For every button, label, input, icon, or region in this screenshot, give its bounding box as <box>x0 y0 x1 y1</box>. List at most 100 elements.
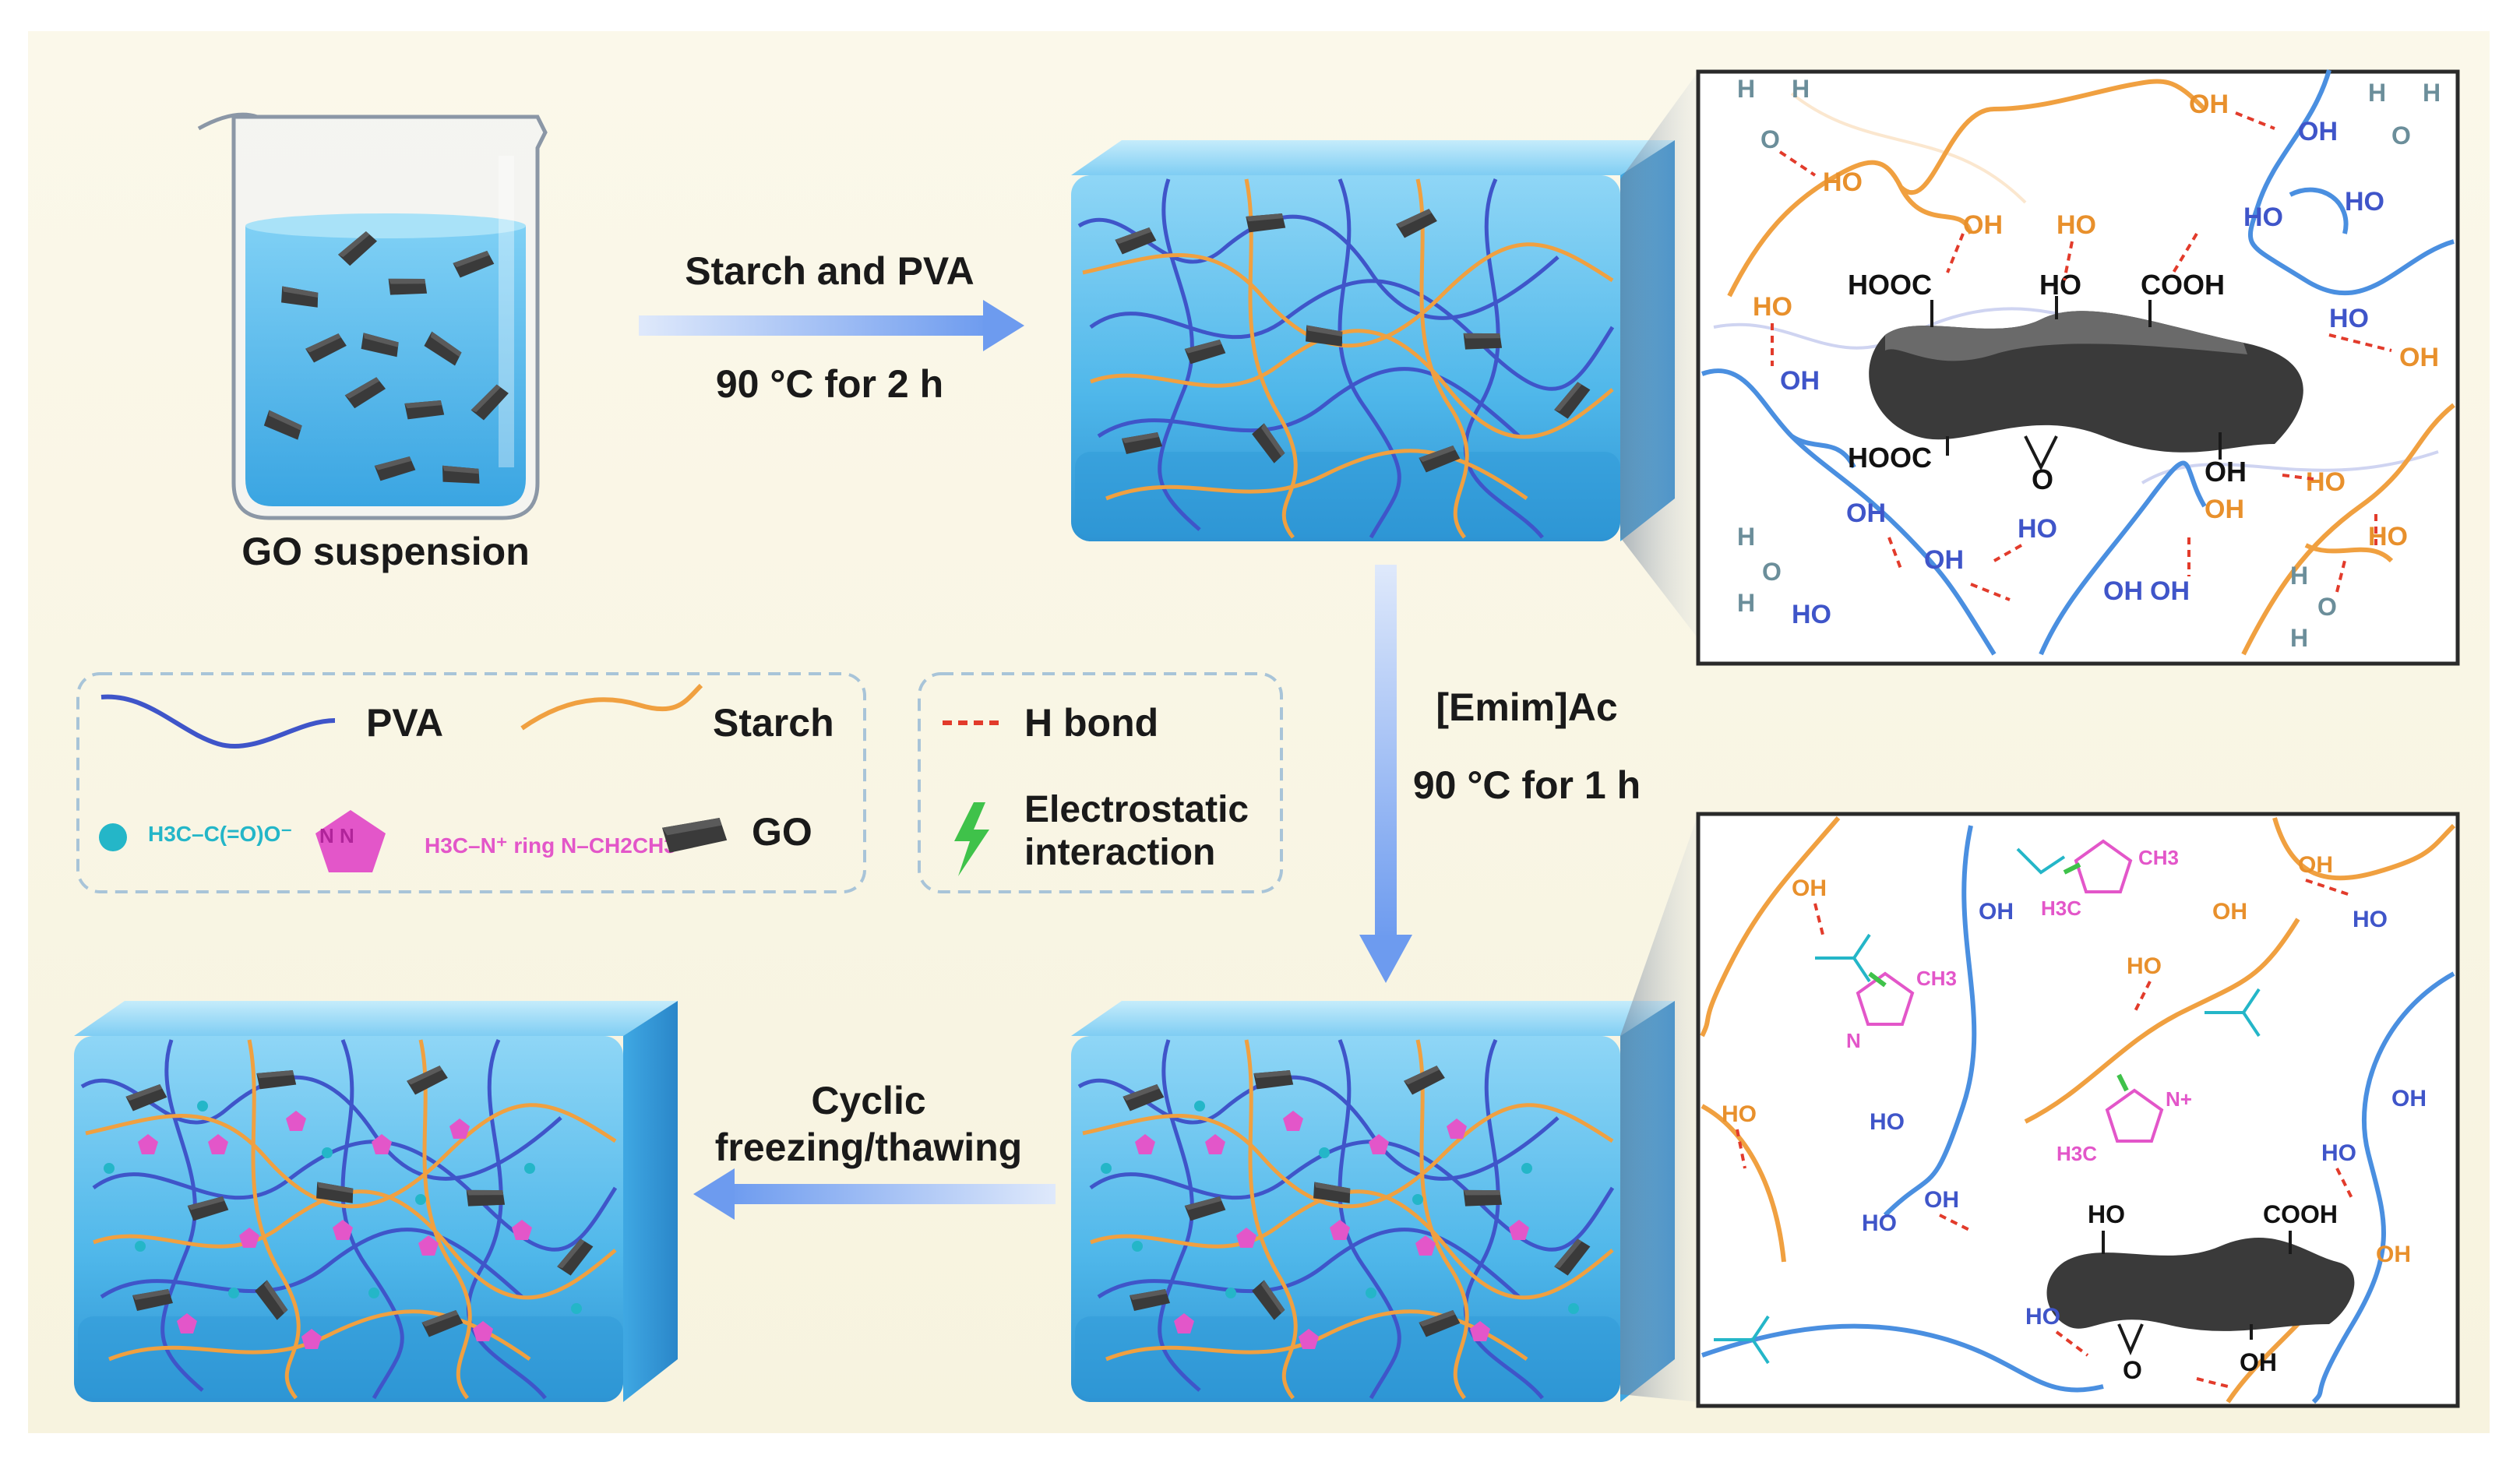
zoom-bottom-acetates <box>1714 847 2261 1365</box>
zoom-top-water-h: H <box>1737 589 1755 617</box>
legend-hbond-label: H bond <box>1024 701 1158 745</box>
zoom-top-group: HO <box>2243 203 2283 232</box>
legend-imidazolium-ring-label: N N <box>319 824 354 847</box>
step1-condition-label: 90 °C for 2 h <box>716 362 943 406</box>
zoom-top-group: OH <box>1924 545 1964 575</box>
zoom-bottom-group: HO <box>2321 1140 2356 1166</box>
step2-reagent-label: [Emim]Ac <box>1436 685 1617 729</box>
legend-interactions: H bond Electrostatic interaction <box>918 672 1283 893</box>
zoom-top-water-h: H <box>1737 523 1755 551</box>
zoom-bottom-emim-3: N+ H3C <box>2057 1087 2192 1165</box>
zoom-bottom-go-group-2: COOH <box>2263 1200 2338 1228</box>
legend-electrostatic-line2: interaction <box>1024 832 1215 873</box>
svg-text:CH3: CH3 <box>2138 846 2179 869</box>
zoom-top-water-o: O <box>1760 125 1780 153</box>
zoom-bottom-go-group-3: O <box>2123 1356 2142 1384</box>
zoom-bottom-group: HO <box>1862 1210 1897 1236</box>
legend-electrostatic-line1: Electrostatic <box>1024 789 1249 830</box>
zoom-top-group: HO <box>1823 167 1863 197</box>
step3-label-line2: freezing/thawing <box>715 1126 1022 1169</box>
zoom-top-group: OH <box>2298 117 2338 146</box>
zoom-bottom-emim-1: CH3 H3C <box>2041 839 2179 920</box>
zoom-top-group: OH <box>2189 90 2229 119</box>
arrow-step2 <box>1359 565 1412 983</box>
legend-acetate-dot <box>99 823 127 851</box>
svg-text:H3C: H3C <box>2041 897 2081 920</box>
zoom-top-go-group-3: COOH <box>2141 269 2225 301</box>
zoom-bottom-group: HO <box>2025 1304 2060 1330</box>
zoom-bottom-group: OH <box>2212 899 2247 925</box>
zoom-top-water-h: H <box>1792 75 1810 103</box>
zoom-top-group: OH <box>2399 343 2439 372</box>
step3-label-line1: Cyclic <box>811 1079 925 1122</box>
legend-components: PVA Starch H3C–C(=O)O⁻ N N H3C–N⁺ ring N… <box>76 672 866 893</box>
legend-imidazolium-ring <box>315 810 386 872</box>
zoom-top-group: OH <box>1963 210 2003 240</box>
zoom-top-water-o: O <box>2391 122 2411 150</box>
gel-block-final-hydrogel <box>74 1001 678 1402</box>
zoom-top-group: HO <box>2368 522 2408 551</box>
gel-block-with-ionic-liquid <box>1071 1001 1675 1402</box>
svg-text:CH3: CH3 <box>1916 967 1957 990</box>
zoom-panel-bottom: HO COOH O OH CH3 H3C CH3 N N+ H3C <box>1696 812 2460 1408</box>
zoom-bottom-group: OH <box>2376 1242 2411 1267</box>
zoom-funnel-bottom <box>1620 814 1698 1402</box>
zoom-top-group: HO <box>1753 292 1792 322</box>
zoom-top-go-group-1: HOOC <box>1848 269 1932 301</box>
zoom-top-group: HO <box>2345 187 2384 217</box>
zoom-bottom-group: OH <box>1792 875 1827 901</box>
zoom-top-water-h: H <box>1737 75 1755 103</box>
go-suspension-label: GO suspension <box>241 530 530 573</box>
zoom-bottom-go-group-1: HO <box>2088 1200 2125 1228</box>
svg-text:N+: N+ <box>2166 1087 2192 1111</box>
zoom-top-group: HO <box>2057 210 2096 240</box>
zoom-top-group: HO <box>2306 467 2346 497</box>
zoom-top-water-h: H <box>2423 79 2441 107</box>
zoom-top-water-h: H <box>2368 79 2386 107</box>
zoom-bottom-group: HO <box>2353 907 2388 932</box>
zoom-top-group: OH <box>1846 498 1886 528</box>
zoom-top-group: HO <box>1792 600 1831 629</box>
zoom-top-group: HO <box>2018 514 2057 544</box>
zoom-top-water-o: O <box>1762 558 1782 586</box>
zoom-top-water-o: O <box>2317 593 2337 621</box>
zoom-bottom-group: HO <box>2127 953 2162 979</box>
arrow-step1 <box>639 300 1024 351</box>
arrow-step3 <box>693 1168 1056 1220</box>
step1-reagent-label: Starch and PVA <box>685 249 974 293</box>
legend-lightning-icon <box>954 802 989 876</box>
legend-acetate-formula: H3C–C(=O)O⁻ <box>148 822 292 846</box>
legend-go-label: GO <box>752 810 812 854</box>
zoom-bottom-group: OH <box>1924 1187 1959 1213</box>
zoom-bottom-go-group-4: OH <box>2240 1348 2277 1376</box>
zoom-top-go-group-6: OH <box>2205 456 2247 488</box>
zoom-top-group: OH <box>1780 366 1820 396</box>
svg-text:H3C: H3C <box>2057 1142 2097 1165</box>
gel-block-pva-starch-go <box>1071 140 1675 541</box>
zoom-funnel-top <box>1620 72 1698 639</box>
legend-starch-label: Starch <box>713 701 834 745</box>
legend-pva-label: PVA <box>366 701 443 745</box>
zoom-top-go-group-4: HOOC <box>1848 442 1932 474</box>
zoom-bottom-group: HO <box>1722 1101 1757 1127</box>
zoom-bottom-emim-2: CH3 N <box>1846 967 1957 1052</box>
zoom-top-go-group-5: O <box>2032 463 2053 495</box>
zoom-top-group: OH <box>2103 576 2143 606</box>
zoom-bottom-electrostatic <box>1868 862 2129 1092</box>
zoom-panel-top: HOOC HO COOH HOOC O OH HO OH HO OH HO OH… <box>1696 69 2460 666</box>
zoom-top-water-h: H <box>2290 624 2308 652</box>
zoom-bottom-group: HO <box>1870 1109 1905 1135</box>
beaker-go-suspension <box>197 112 548 520</box>
svg-text:N: N <box>1846 1029 1861 1052</box>
zoom-bottom-group: OH <box>2298 852 2333 878</box>
zoom-bottom-group: OH <box>1979 899 2014 925</box>
zoom-bottom-group: OH <box>2391 1086 2427 1111</box>
zoom-top-group: OH <box>2150 576 2190 606</box>
zoom-top-group: HO <box>2329 304 2369 333</box>
zoom-top-water-h: H <box>2290 562 2308 590</box>
step2-condition-label: 90 °C for 1 h <box>1413 763 1641 807</box>
legend-emim-formula: H3C–N⁺ ring N–CH2CH3 <box>425 833 676 858</box>
zoom-top-go-group-2: HO <box>2039 269 2081 301</box>
zoom-top-group: OH <box>2205 495 2244 524</box>
